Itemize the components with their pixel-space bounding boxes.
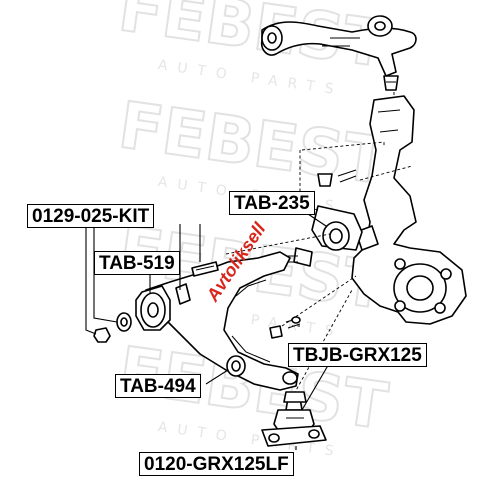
kit-hardware <box>93 312 132 343</box>
label-tab-235: TAB-235 <box>229 191 315 215</box>
label-tbjb-grx125: TBJB-GRX125 <box>288 343 427 367</box>
bushing-tab-235 <box>278 169 363 267</box>
svg-text:FEBEST: FEBEST <box>114 89 392 200</box>
label-ball-joint: 0120-GRX125LF <box>139 452 294 476</box>
upper-control-arm <box>260 15 417 91</box>
small-hardware <box>269 316 301 339</box>
bushing-tab-519 <box>135 261 219 331</box>
lower-ball-joint <box>261 397 327 447</box>
label-tab-494: TAB-494 <box>115 374 201 398</box>
steering-knuckle <box>351 95 467 325</box>
label-kit: 0129-025-KIT <box>27 204 155 228</box>
ball-joint-boot <box>283 391 307 403</box>
label-tab-519: TAB-519 <box>94 251 180 275</box>
